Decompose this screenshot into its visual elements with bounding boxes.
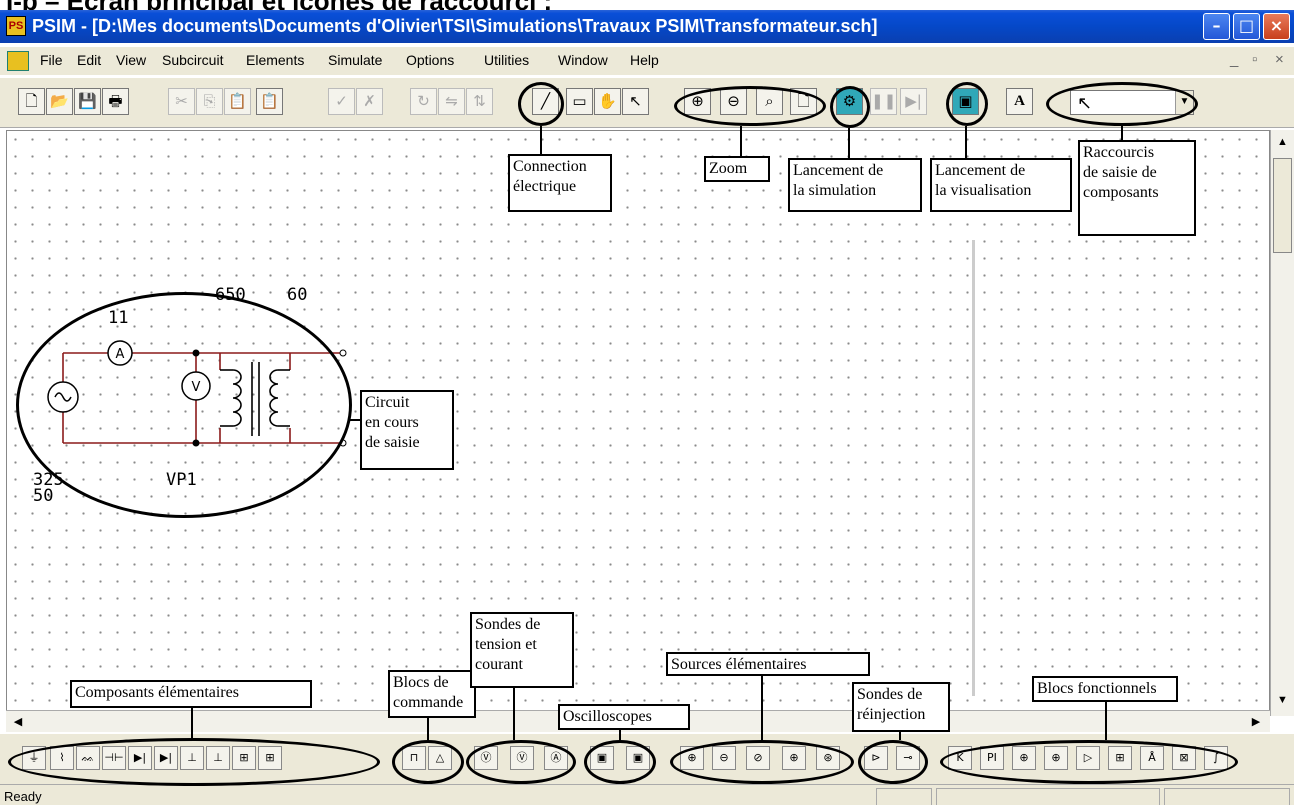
menu-file[interactable]: File [40, 52, 63, 68]
flip-vertical-icon[interactable]: ⇅ [466, 88, 493, 115]
page-boundary-line [972, 240, 975, 696]
callout-oscilloscopes: Oscilloscopes [558, 704, 690, 730]
scroll-down-icon[interactable]: ▼ [1277, 694, 1288, 706]
open-folder-icon[interactable]: 📂 [46, 88, 73, 115]
text-tool-icon[interactable]: A [1006, 88, 1033, 115]
annotation-ellipse-oscilloscopes [584, 740, 656, 784]
status-text: Ready [4, 789, 42, 804]
mdi-minimize-icon[interactable]: _ [1230, 51, 1239, 68]
vertical-scrollbar[interactable]: ▲ ▼ [1270, 130, 1294, 716]
scroll-right-icon[interactable]: ▶ [1251, 716, 1261, 728]
callout-composants: Composants élémentaires [70, 680, 312, 708]
save-icon[interactable]: 💾 [74, 88, 101, 115]
document-icon[interactable] [7, 51, 29, 71]
callout-commande: Blocs de commande [388, 670, 476, 718]
callout-visualisation: Lancement de la visualisation [930, 158, 1072, 212]
menu-help[interactable]: Help [630, 52, 659, 68]
copy-icon[interactable]: ⎘ [196, 88, 223, 115]
close-button[interactable]: × [1263, 13, 1290, 40]
maximize-button[interactable]: □ [1233, 13, 1260, 40]
pan-hand-icon[interactable]: ✋ [594, 88, 621, 115]
annotation-ellipse-reinjection [858, 740, 928, 784]
print-icon[interactable]: 🖶 [102, 88, 129, 115]
callout-raccourcis: Raccourcis de saisie de composants [1078, 140, 1196, 236]
menu-simulate[interactable]: Simulate [328, 52, 383, 68]
menu-utilities[interactable]: Utilities [484, 52, 530, 68]
status-bar: Ready [0, 784, 1294, 805]
callout-zoom: Zoom [704, 156, 770, 182]
annotation-ellipse-sondes [466, 740, 576, 784]
status-pane [1164, 788, 1290, 805]
check-icon[interactable]: ✓ [328, 88, 355, 115]
callout-connection: Connection électrique [508, 154, 612, 212]
paste-icon[interactable]: 📋 [224, 88, 251, 115]
callout-reinjection: Sondes de réinjection [852, 682, 950, 732]
callout-sondes-tension: Sondes de tension et courant [470, 612, 574, 688]
annotation-ellipse-circuit [16, 292, 352, 518]
callout-circuit: Circuit en cours de saisie [360, 390, 454, 470]
select-arrow-icon[interactable]: ↖ [622, 88, 649, 115]
menu-options[interactable]: Options [406, 52, 455, 68]
annotation-ellipse-simulation [830, 86, 870, 128]
menu-edit[interactable]: Edit [77, 52, 102, 68]
window-title: PSIM - [D:\Mes documents\Documents d'Oli… [32, 16, 878, 36]
annotation-ellipse-fonctionnels [940, 740, 1238, 784]
menu-subcircuit[interactable]: Subcircuit [162, 52, 224, 68]
psim-app-icon[interactable]: PS [6, 16, 26, 36]
annotation-ellipse-connection [518, 82, 564, 126]
annotation-ellipse-commande [392, 740, 464, 784]
annotation-ellipse-sources [670, 740, 854, 784]
cancel-icon[interactable]: ✗ [356, 88, 383, 115]
title-bar: PS PSIM - [D:\Mes documents\Documents d'… [0, 10, 1294, 43]
callout-sources: Sources élémentaires [666, 652, 870, 676]
flip-horizontal-icon[interactable]: ⇋ [438, 88, 465, 115]
new-file-icon[interactable]: 🗋 [18, 88, 45, 115]
status-pane [876, 788, 932, 805]
callout-fonctionnels: Blocs fonctionnels [1032, 676, 1178, 702]
menu-view[interactable]: View [116, 52, 147, 68]
vertical-scroll-thumb[interactable] [1273, 158, 1292, 253]
mdi-close-icon[interactable]: × [1275, 51, 1284, 68]
menu-bar: File Edit View Subcircuit Elements Simul… [0, 47, 1294, 75]
cut-icon[interactable]: ✂ [168, 88, 195, 115]
mdi-restore-icon[interactable]: ▫ [1252, 51, 1258, 68]
annotation-ellipse-zoom [674, 86, 826, 126]
scroll-left-icon[interactable]: ◀ [13, 716, 23, 728]
annotation-ellipse-visualisation [946, 82, 988, 126]
minimize-button[interactable]: – [1203, 13, 1230, 40]
menu-elements[interactable]: Elements [246, 52, 305, 68]
rotate-icon[interactable]: ↻ [410, 88, 437, 115]
status-pane [936, 788, 1160, 805]
clipboard-icon[interactable]: 📋 [256, 88, 283, 115]
step-icon[interactable]: ▶| [900, 88, 927, 115]
annotation-ellipse-composants [8, 738, 380, 786]
menu-window[interactable]: Window [558, 52, 608, 68]
scroll-up-icon[interactable]: ▲ [1277, 136, 1288, 148]
label-tool-icon[interactable]: ▭ [566, 88, 593, 115]
annotation-ellipse-raccourcis [1046, 82, 1198, 126]
pause-icon[interactable]: ❚❚ [870, 88, 897, 115]
callout-simulation: Lancement de la simulation [788, 158, 922, 212]
